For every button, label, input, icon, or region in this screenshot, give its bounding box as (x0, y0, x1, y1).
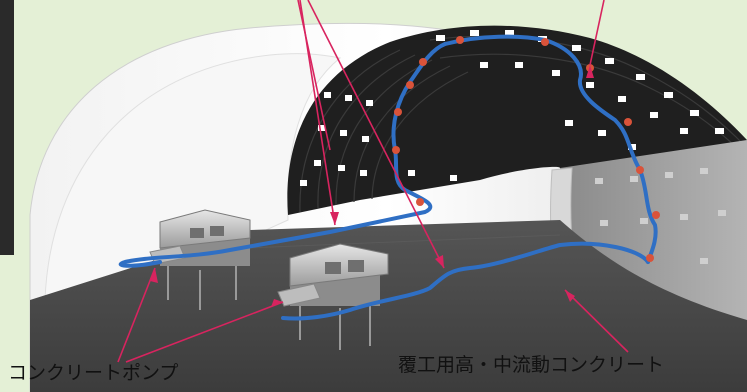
label-lining-concrete: 覆工用高・中流動コンクリート (398, 354, 665, 376)
leader-lines (117, 0, 629, 363)
tunnel-interior-left (44, 53, 342, 301)
left-edge-strip (0, 0, 14, 255)
leader-arrowheads (150, 65, 594, 307)
concrete-pump-2 (277, 243, 389, 350)
label-concrete-pump: コンクリートポンプ (8, 362, 179, 384)
